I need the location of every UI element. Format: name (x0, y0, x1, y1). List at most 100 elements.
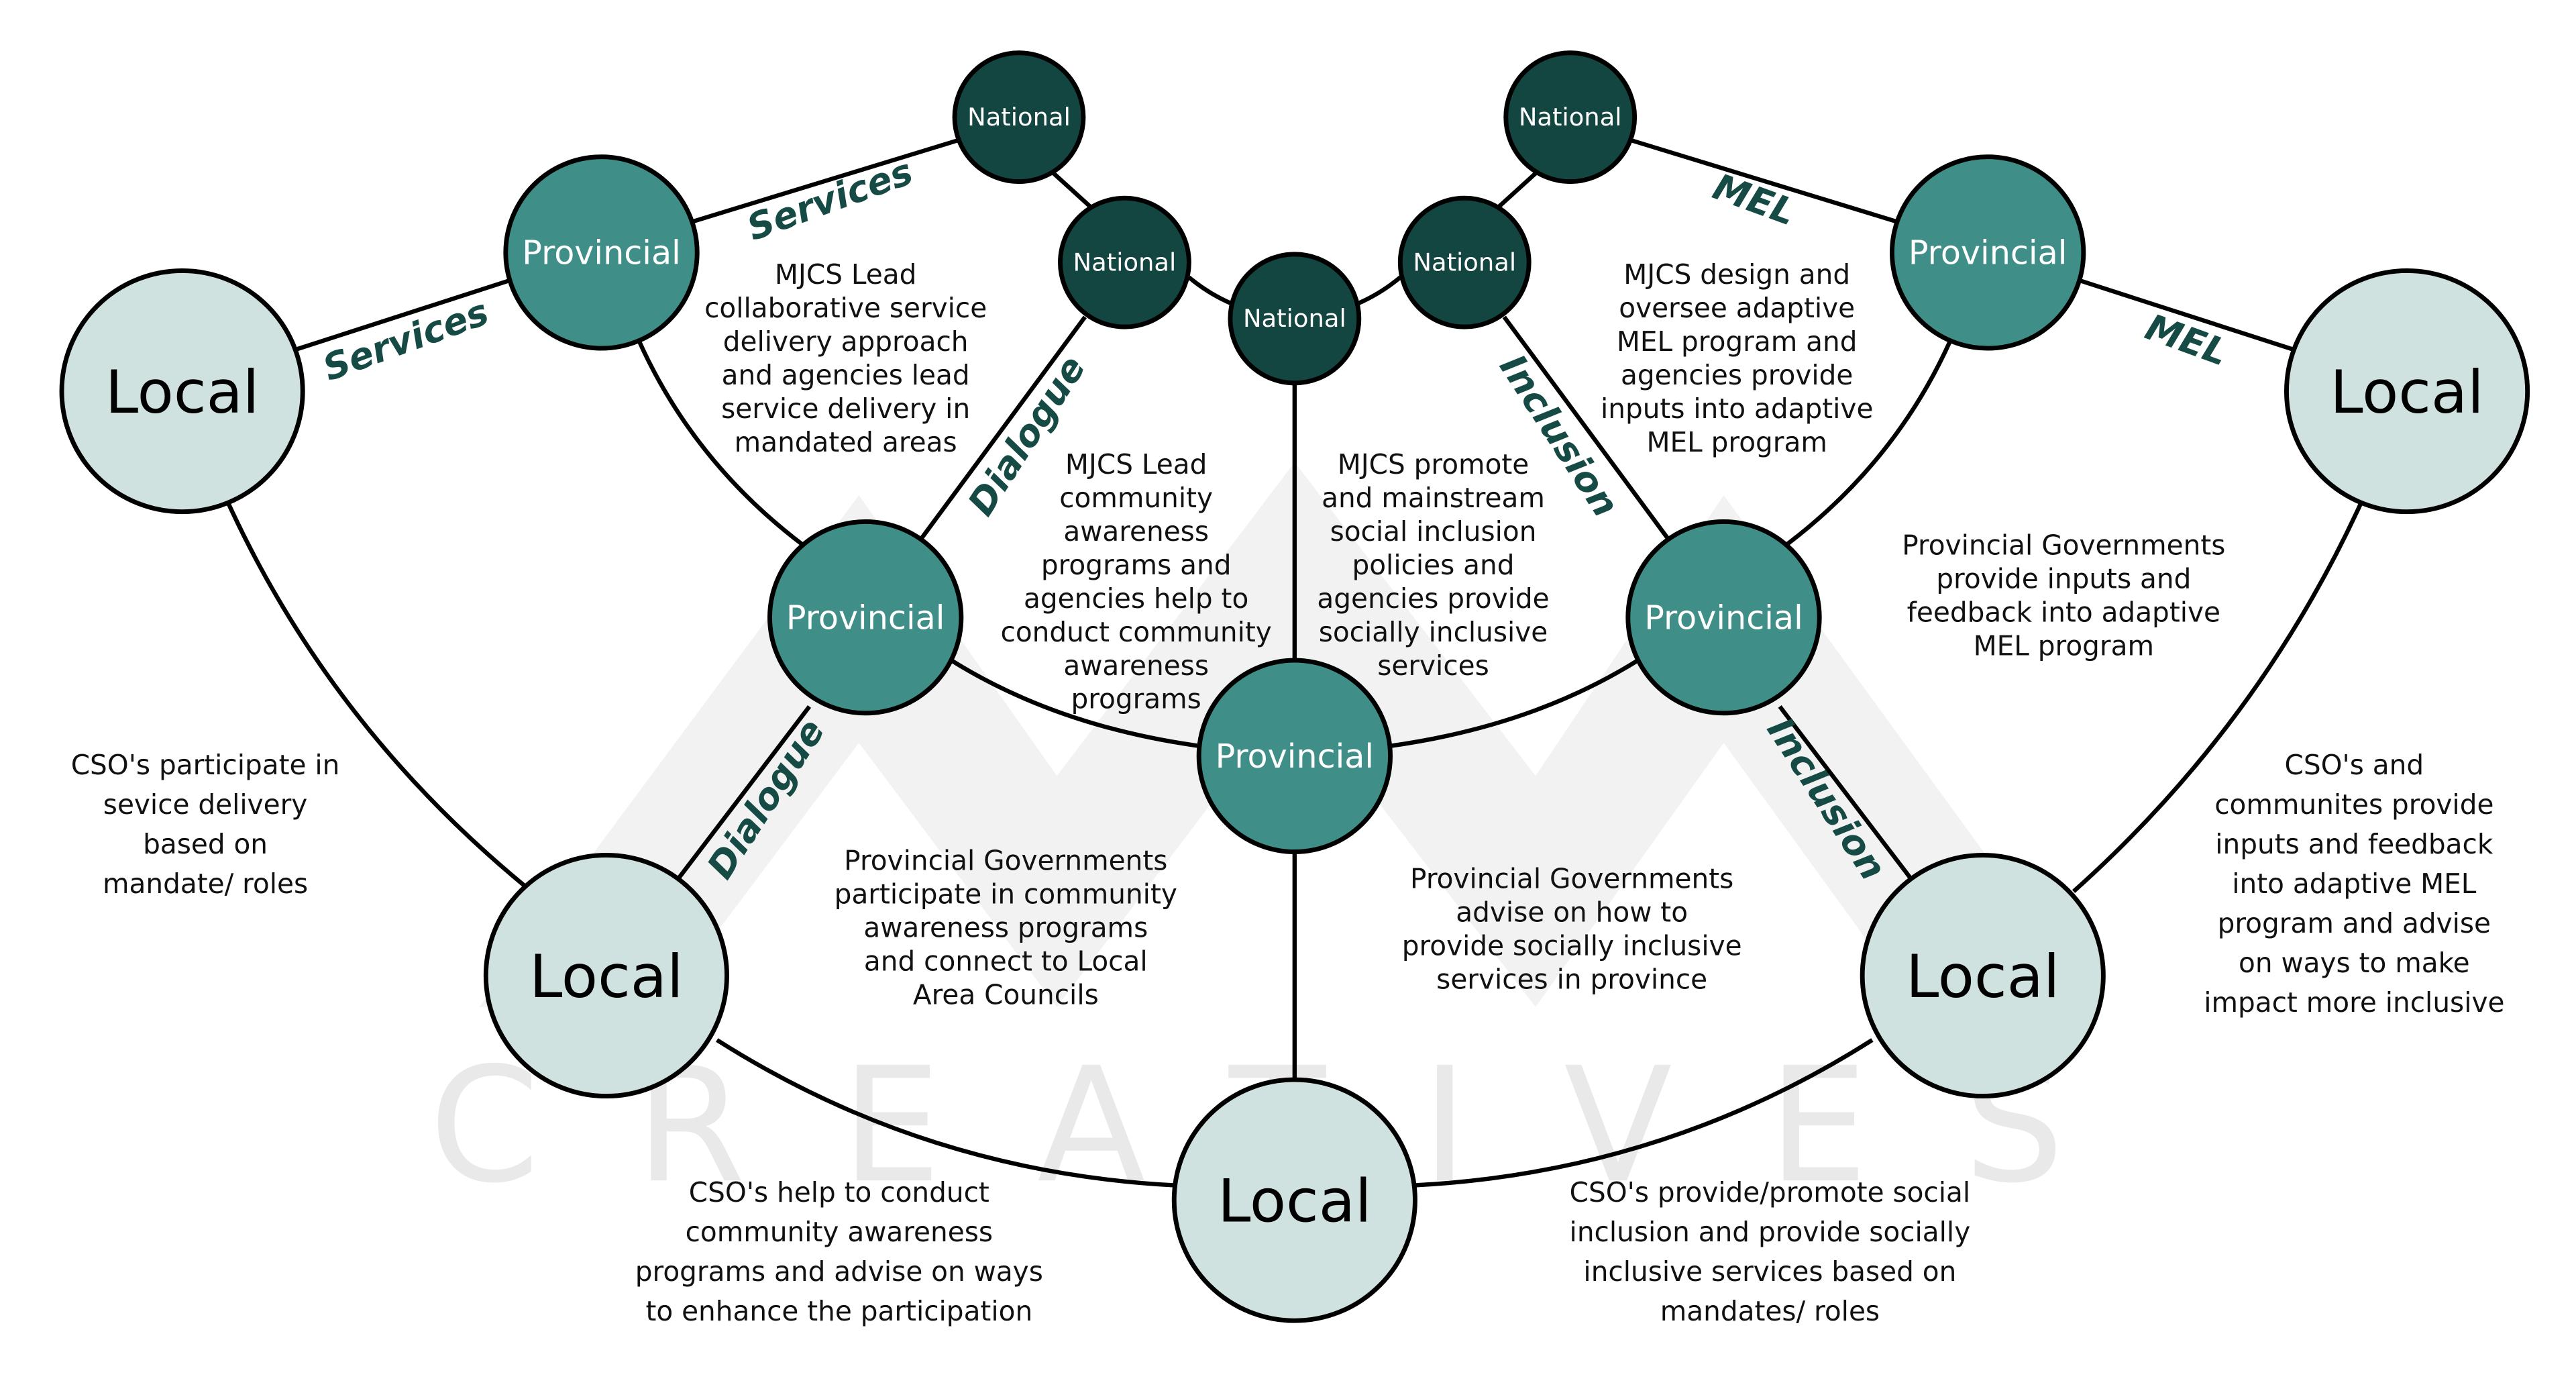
edge-prov-top-left-nat-1 (693, 138, 959, 223)
node-label: Local (1906, 942, 2060, 1011)
desc-line: mandated areas (735, 426, 957, 458)
desc-line: awareness (1063, 650, 1209, 682)
node-local-mid-left[interactable]: Local (483, 852, 729, 1099)
desc-line: agencies help to (1024, 582, 1248, 615)
national-circle (1228, 252, 1362, 386)
node-nat-4[interactable]: National (1397, 195, 1532, 329)
desc-line: Provincial Governments (844, 845, 1167, 877)
node-label: Provincial (1216, 737, 1374, 776)
desc-line: communites provide (2214, 788, 2493, 821)
provincial-circle (1196, 658, 1393, 854)
node-label: Local (105, 358, 259, 427)
edge-label-services-upper: Services (742, 150, 918, 249)
edge-prov-mid-left-prov-center (950, 658, 1201, 749)
edge-nat-2-prov-mid-left (920, 315, 1087, 539)
desc-line: service delivery in (721, 393, 970, 425)
desc-line: collaborative service (704, 292, 987, 324)
desc-line: programs and (1041, 549, 1232, 581)
node-local-right[interactable]: Local (2284, 268, 2530, 515)
node-nat-3[interactable]: National (1228, 252, 1362, 386)
node-label: Provincial (522, 234, 681, 272)
node-nat-1[interactable]: National (952, 50, 1086, 185)
desc-line: Provincial Governments (1410, 863, 1733, 895)
provincial-circle (1890, 154, 2086, 351)
desc-line: feedback into adaptive (1907, 597, 2220, 629)
node-prov-top-right[interactable]: Provincial (1890, 154, 2086, 351)
desc-line: to enhance the participation (645, 1295, 1032, 1327)
edge-nat-2-nat-3 (1187, 275, 1233, 306)
node-label: Provincial (1644, 598, 1803, 637)
local-circle (483, 852, 729, 1099)
desc-line: awareness programs (863, 911, 1148, 943)
desc-line: and agencies lead (722, 359, 970, 391)
desc-line: policies and (1352, 549, 1514, 581)
edge-local-left-local-mid-left (226, 503, 527, 888)
desc-line: inputs and feedback (2215, 828, 2493, 860)
national-circle (1397, 195, 1532, 329)
node-prov-mid-right[interactable]: Provincial (1625, 519, 1822, 716)
edge-local-right-local-mid-right (2072, 503, 2363, 893)
desc-line: CSO's participate in (71, 749, 340, 781)
node-nat-5[interactable]: National (1503, 50, 1638, 185)
local-circle (2284, 268, 2530, 515)
desc-line: CSO's provide/promote social (1570, 1176, 1970, 1208)
node-prov-mid-left[interactable]: Provincial (767, 519, 964, 716)
node-local-mid-right[interactable]: Local (1860, 852, 2106, 1099)
node-local-left[interactable]: Local (59, 268, 305, 515)
edge-nat-4-nat-5 (1497, 171, 1538, 208)
desc-line: program and advise (2218, 907, 2491, 939)
desc-line: MJCS Lead (775, 258, 916, 291)
node-label: National (1073, 248, 1177, 276)
edge-nat-3-nat-4 (1356, 275, 1402, 306)
national-circle (1058, 195, 1191, 329)
desc-line: on ways to make (2239, 947, 2470, 979)
desc-line: CSO's and (2285, 749, 2424, 781)
desc-line: MEL program (1647, 426, 1827, 458)
node-local-bottom[interactable]: Local (1171, 1077, 1417, 1323)
edge-prov-top-right-local-right (2079, 278, 2296, 352)
nodes: Local Local Local Local Local Provincial… (59, 50, 2530, 1323)
desc-line: CSO's help to conduct (689, 1176, 989, 1208)
node-label: Provincial (1909, 234, 2068, 272)
provincial-circle (1625, 519, 1822, 716)
node-prov-center[interactable]: Provincial (1196, 658, 1393, 854)
edge-prov-top-left-prov-mid-left (637, 340, 804, 547)
local-circle (59, 268, 305, 515)
edge-label-mel-upper: MEL (1708, 166, 1801, 234)
desc-line: social inclusion (1330, 515, 1537, 548)
desc-line: Area Councils (913, 978, 1099, 1011)
edge-prov-mid-right-local-mid-right (1778, 705, 1914, 882)
desc-line: awareness (1063, 515, 1209, 548)
node-label: Provincial (786, 598, 945, 637)
desc-mel-local: CSO's and communites provide inputs and fe… (2204, 749, 2504, 1019)
desc-line: impact more inclusive (2204, 986, 2504, 1019)
desc-line: MJCS Lead (1065, 448, 1207, 480)
node-label: Local (1218, 1167, 1372, 1236)
edge-prov-top-right-prov-mid-right (1785, 340, 1952, 547)
desc-line: delivery approach (723, 325, 969, 358)
desc-line: Provincial Governments (1902, 529, 2225, 562)
desc-line: community (1059, 482, 1213, 514)
node-label: Local (2330, 358, 2484, 427)
desc-line: agencies provide (1621, 359, 1853, 391)
edges (226, 138, 2363, 1188)
node-label: National (1413, 248, 1516, 276)
desc-line: into adaptive MEL (2232, 868, 2477, 900)
desc-line: programs (1071, 683, 1201, 715)
edge-local-left-prov-top-left (293, 278, 510, 352)
desc-line: MEL program and (1617, 325, 1858, 358)
local-circle (1860, 852, 2106, 1099)
node-nat-2[interactable]: National (1058, 195, 1191, 329)
node-prov-top-left[interactable]: Provincial (503, 154, 700, 351)
desc-line: MJCS design and (1623, 258, 1850, 291)
edge-prov-mid-left-local-mid-left (676, 705, 812, 882)
